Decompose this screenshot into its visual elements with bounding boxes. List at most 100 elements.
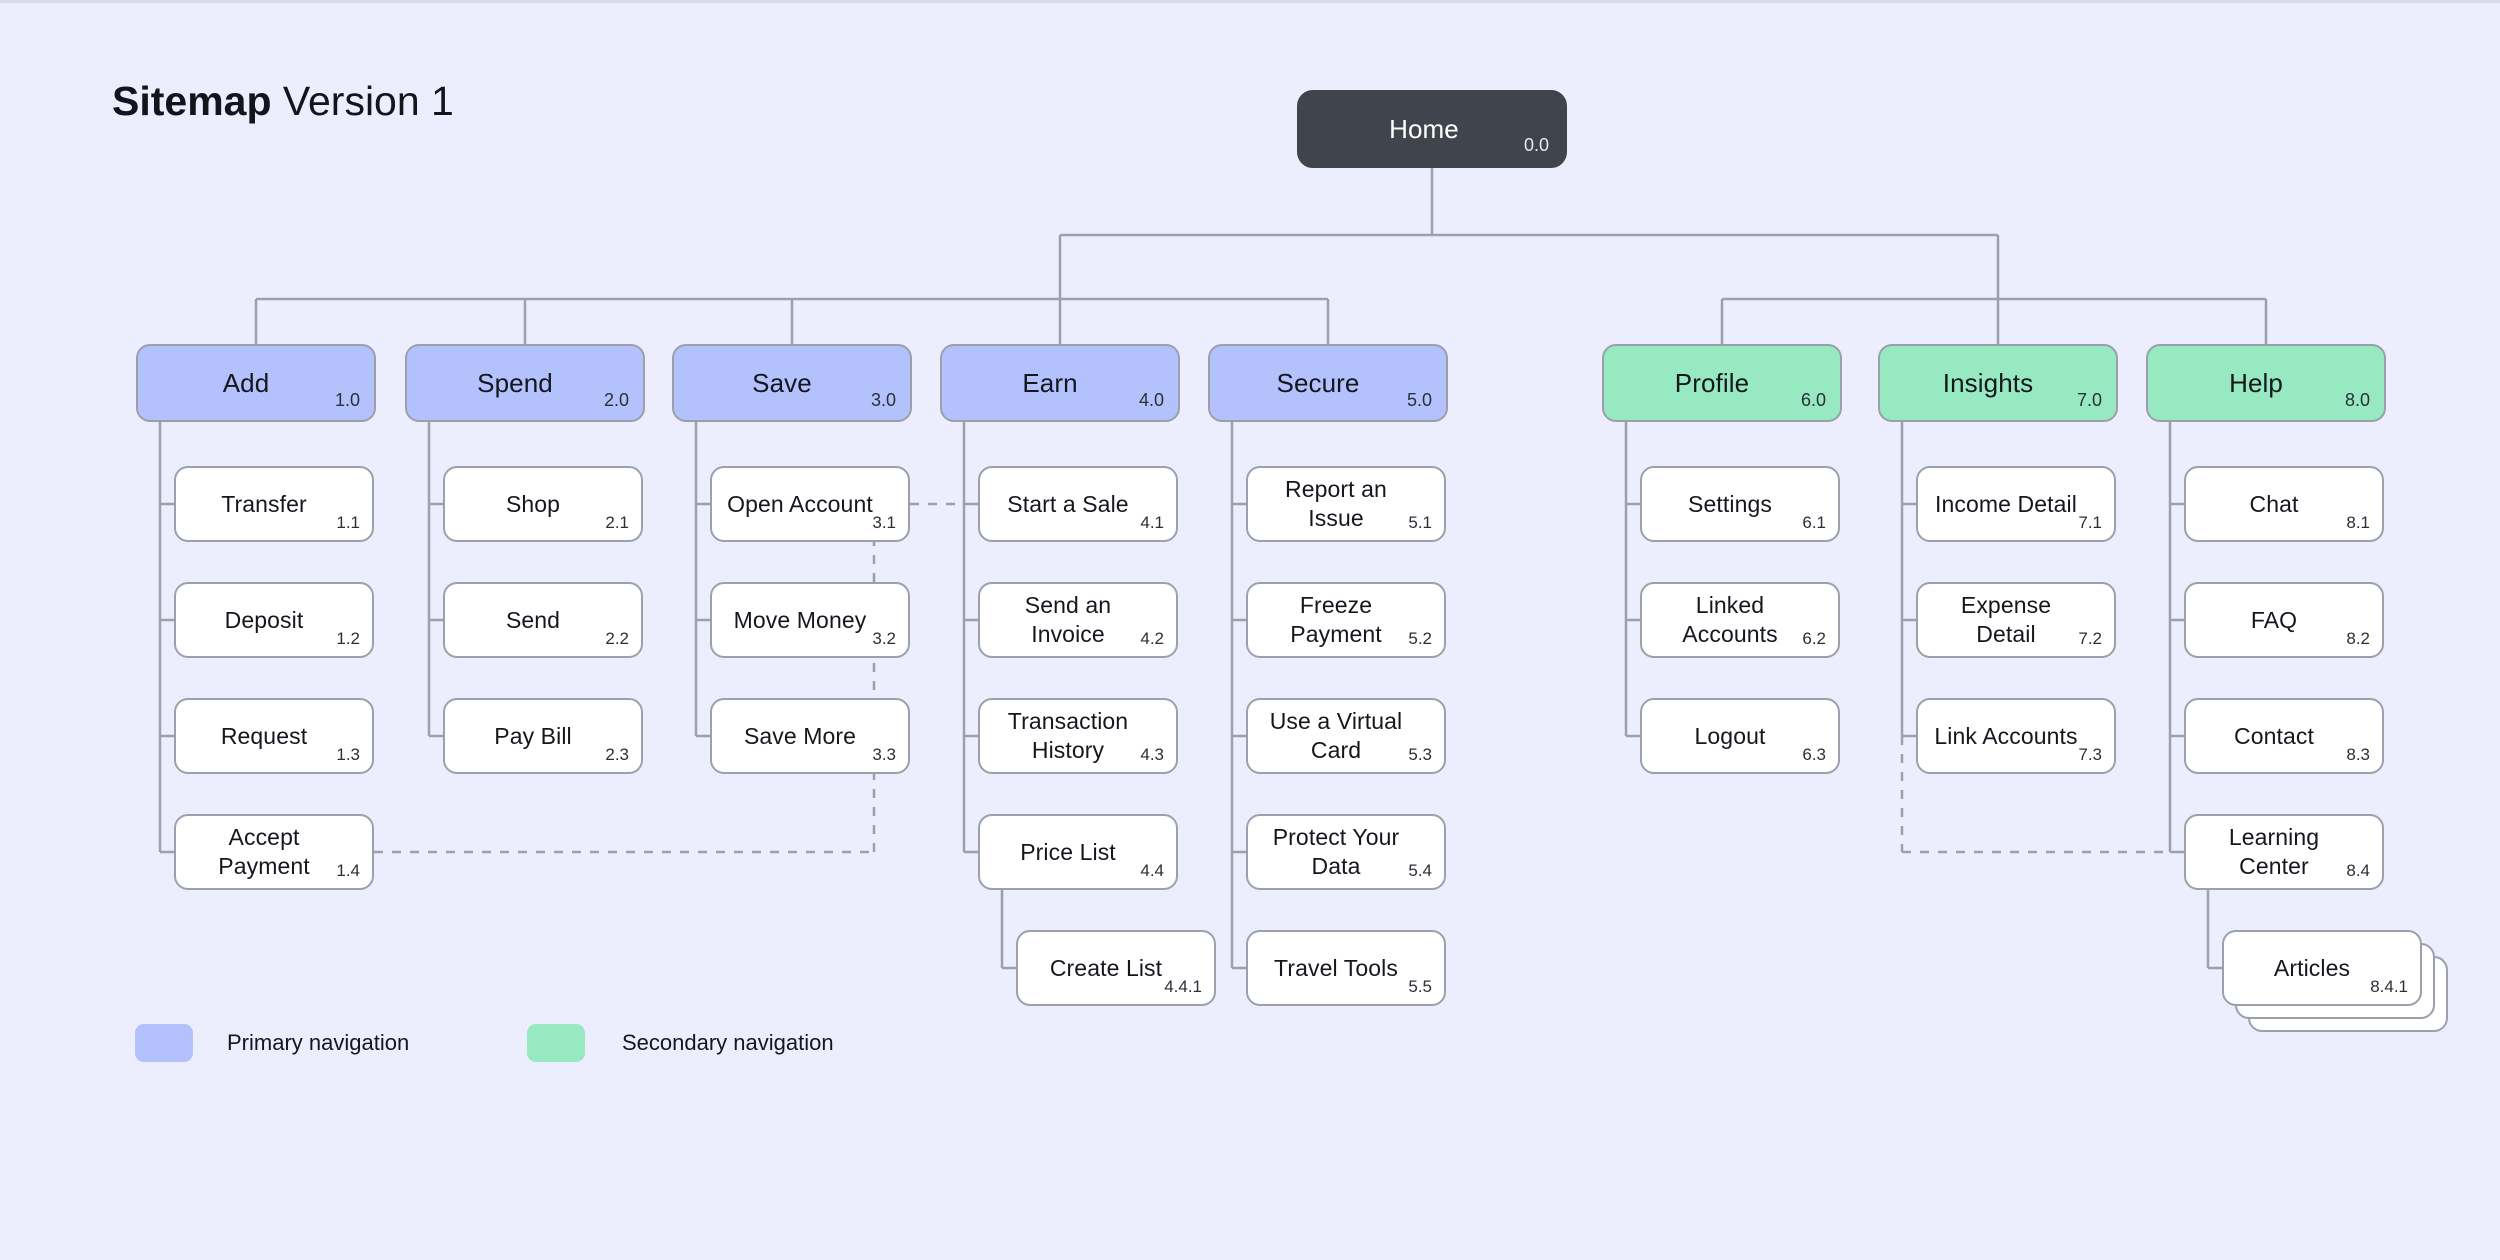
node-label: Price List: [1020, 838, 1116, 865]
node-page-profile-0[interactable]: Settings 6.1: [1640, 466, 1840, 542]
node-number: 7.2: [2078, 629, 2102, 648]
node-label: Transaction History: [1007, 708, 1129, 763]
node-number: 0.0: [1523, 135, 1549, 155]
node-page-secure-3[interactable]: Protect Your Data 5.4: [1246, 814, 1446, 890]
node-number: 5.2: [1408, 629, 1432, 648]
node-number: 7.0: [2076, 390, 2102, 410]
node-label: Help: [2229, 367, 2283, 398]
node-number: 3.3: [872, 745, 896, 764]
node-label: Save: [752, 367, 812, 398]
node-number: 8.4.1: [2370, 977, 2408, 996]
node-home[interactable]: Home 0.0: [1297, 90, 1567, 168]
node-section-save[interactable]: Save 3.0: [672, 344, 912, 422]
node-number: 3.0: [870, 390, 896, 410]
node-number: 4.2: [1140, 629, 1164, 648]
node-label: Start a Sale: [1007, 490, 1129, 517]
node-page-save-1[interactable]: Move Money 3.2: [710, 582, 910, 658]
legend-swatch-primary: [135, 1024, 193, 1062]
node-number: 2.1: [605, 513, 629, 532]
node-label: Report an Issue: [1285, 476, 1387, 531]
node-label: Create List: [1049, 954, 1163, 981]
node-page-secure-4[interactable]: Travel Tools 5.5: [1246, 930, 1446, 1006]
node-label: Spend: [477, 367, 553, 398]
node-page-insights-1[interactable]: Expense Detail 7.2: [1916, 582, 2116, 658]
node-number: 2.2: [605, 629, 629, 648]
node-number: 8.0: [2344, 390, 2370, 410]
node-label: Learning Center: [2228, 824, 2320, 879]
node-label: FAQ: [2250, 606, 2298, 633]
top-divider: [0, 0, 2500, 3]
node-page-earn-0[interactable]: Start a Sale 4.1: [978, 466, 1178, 542]
node-number: 6.2: [1802, 629, 1826, 648]
node-number: 3.2: [872, 629, 896, 648]
node-number: 8.3: [2346, 745, 2370, 764]
node-number: 4.1: [1140, 513, 1164, 532]
node-label: Travel Tools: [1274, 954, 1398, 981]
node-number: 1.3: [336, 745, 360, 764]
node-page-help-3-0[interactable]: Articles 8.4.1: [2222, 930, 2422, 1006]
node-section-insights[interactable]: Insights 7.0: [1878, 344, 2118, 422]
node-label: Save More: [743, 722, 857, 749]
node-number: 5.4: [1408, 861, 1432, 880]
node-number: 5.0: [1406, 390, 1432, 410]
node-number: 3.1: [872, 513, 896, 532]
node-number: 5.5: [1408, 977, 1432, 996]
node-number: 1.4: [336, 861, 360, 880]
node-page-help-1[interactable]: FAQ 8.2: [2184, 582, 2384, 658]
node-page-save-2[interactable]: Save More 3.3: [710, 698, 910, 774]
node-number: 7.3: [2078, 745, 2102, 764]
node-section-help[interactable]: Help 8.0: [2146, 344, 2386, 422]
node-page-earn-3[interactable]: Price List 4.4: [978, 814, 1178, 890]
page-title-bold: Sitemap: [112, 78, 272, 124]
node-number: 8.1: [2346, 513, 2370, 532]
node-label: Home: [1389, 113, 1459, 144]
node-number: 5.3: [1408, 745, 1432, 764]
node-label: Insights: [1942, 367, 2034, 398]
node-label: Settings: [1688, 490, 1772, 517]
node-label: Articles: [2273, 954, 2351, 981]
legend-label-primary: Primary navigation: [227, 1030, 410, 1055]
node-label: Shop: [505, 490, 561, 517]
node-number: 6.1: [1802, 513, 1826, 532]
node-page-help-2[interactable]: Contact 8.3: [2184, 698, 2384, 774]
node-label: Protect Your Data: [1272, 824, 1400, 879]
node-label: Expense Detail: [1960, 592, 2052, 647]
node-label: Move Money: [733, 606, 867, 633]
node-number: 1.2: [336, 629, 360, 648]
node-page-spend-0[interactable]: Shop 2.1: [443, 466, 643, 542]
node-label: Contact: [2234, 722, 2314, 749]
node-number: 4.4: [1140, 861, 1164, 880]
node-label: Logout: [1694, 722, 1766, 749]
node-label: Link Accounts: [1934, 722, 2078, 749]
node-number: 2.3: [605, 745, 629, 764]
node-number: 4.0: [1138, 390, 1164, 410]
node-number: 7.1: [2078, 513, 2102, 532]
node-number: 8.2: [2346, 629, 2370, 648]
page-title: Sitemap Version 1: [112, 76, 454, 126]
